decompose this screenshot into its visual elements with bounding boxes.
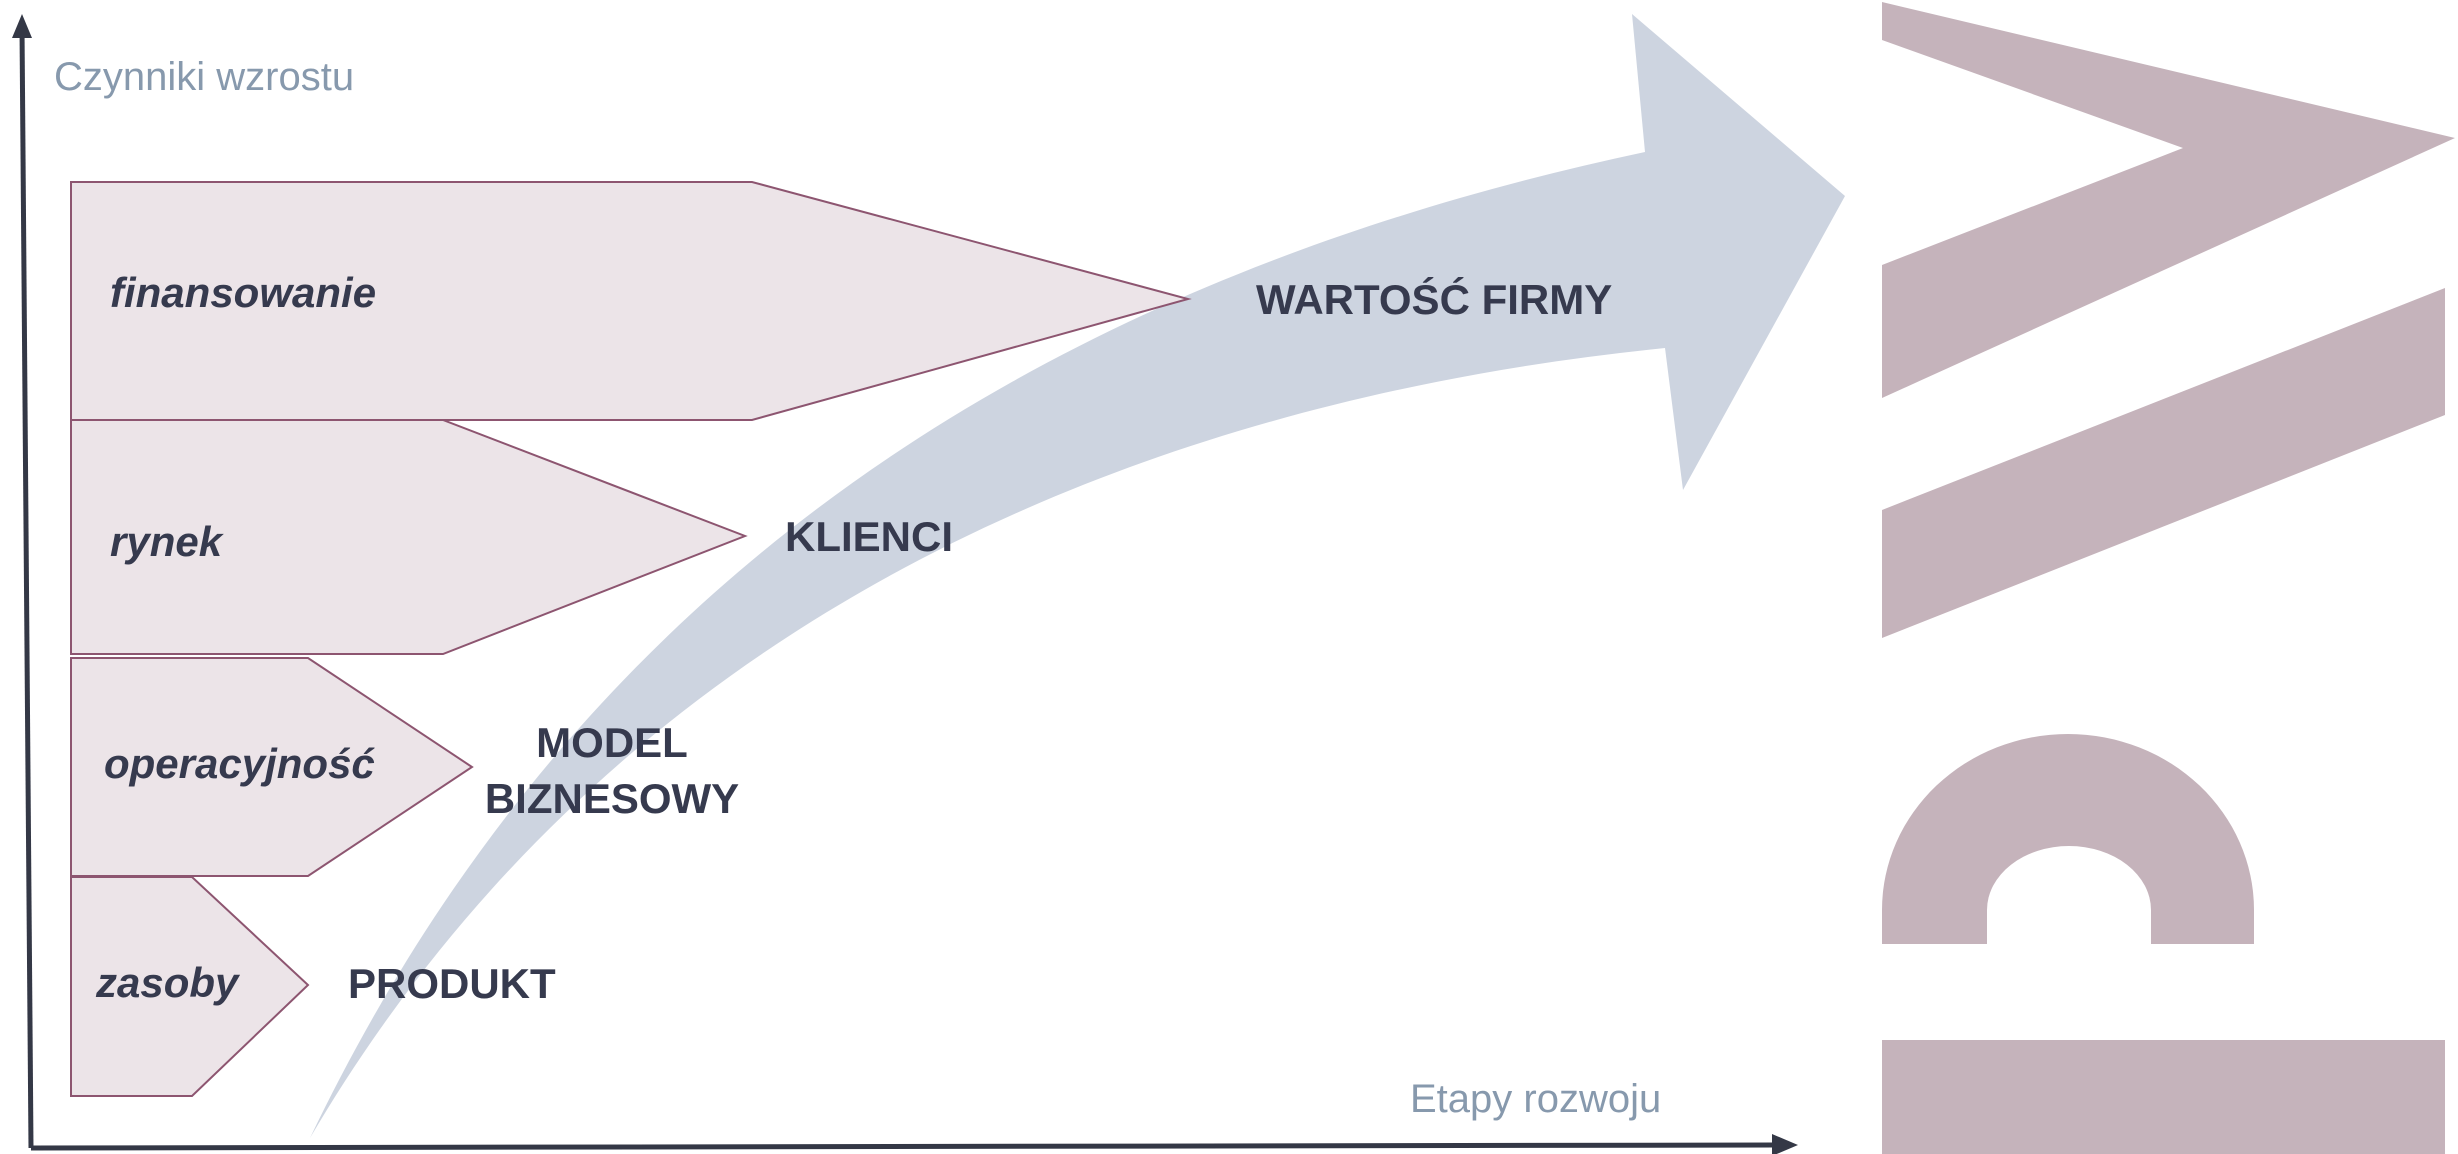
stage-label-wartosc-firmy: WARTOŚĆ FIRMY [1256, 275, 1612, 323]
x-axis-arrowhead [1772, 1134, 1798, 1154]
factor-shapes [70, 181, 1192, 1097]
pentagon-zasoby [70, 876, 310, 1097]
y-axis-arrowhead [12, 14, 32, 38]
logo-mark [1882, 2, 2455, 1154]
stage-label-produkt: PRODUKT [348, 960, 556, 1007]
y-axis [19, 27, 34, 1149]
pentagon-finansowanie [70, 181, 1192, 421]
logo-arch [1882, 734, 2254, 944]
x-axis-label: Etapy rozwoju [1410, 1077, 1661, 1121]
factor-label-rynek: rynek [110, 518, 225, 565]
pentagon-operacyjnosc [70, 657, 474, 877]
x-axis [30, 1142, 1777, 1151]
axes [12, 14, 1798, 1154]
factor-label-zasoby: zasoby [95, 959, 241, 1006]
y-axis-label: Czynniki wzrostu [54, 55, 354, 99]
stage-label-model: MODEL [536, 719, 688, 766]
growth-arrow [310, 14, 1845, 1138]
factor-label-operacyjnosc: operacyjność [104, 740, 375, 787]
logo-bar-diagonal [1882, 288, 2445, 638]
factor-label-finansowanie: finansowanie [110, 269, 376, 316]
stage-label-biznesowy: BIZNESOWY [485, 775, 739, 822]
pentagon-rynek [70, 419, 748, 655]
logo-chevron [1882, 2, 2455, 398]
logo-bottom-bar [1882, 1040, 2445, 1154]
stage-label-klienci: KLIENCI [785, 513, 953, 560]
